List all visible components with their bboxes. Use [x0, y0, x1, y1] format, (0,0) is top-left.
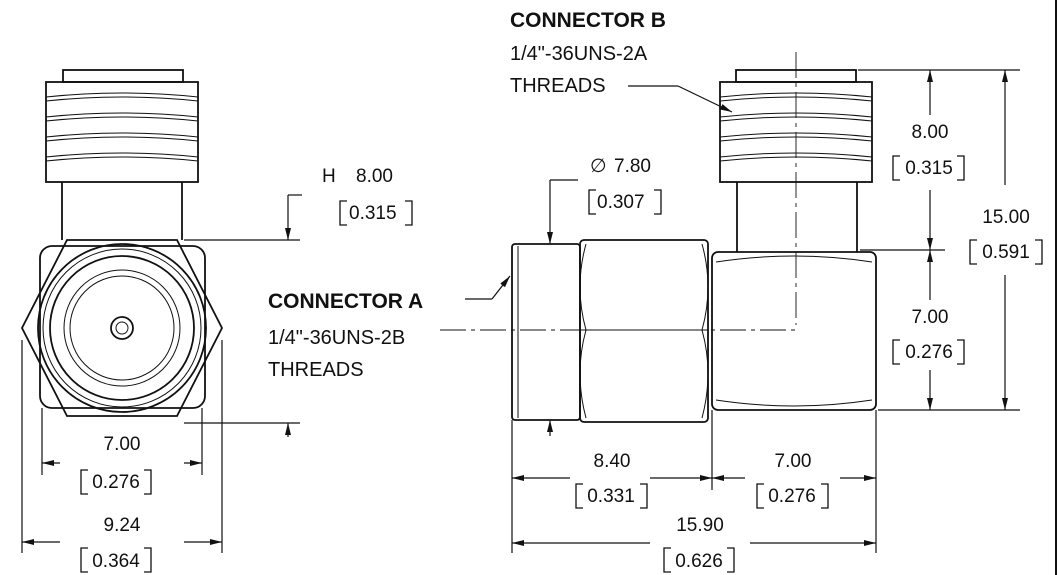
hex-width-bracket-right [144, 469, 152, 495]
h-dimension-in: 0.315 [349, 203, 397, 224]
body-height-bracket-left [892, 339, 900, 365]
body-length-in: 0.276 [768, 486, 816, 507]
connector-length-in: 0.331 [587, 486, 635, 507]
top-height-bracket-left [892, 155, 900, 181]
total-height-mm: 15.00 [982, 207, 1030, 228]
h-dimension-mm: 8.00 [356, 166, 393, 187]
h-bracket-right [405, 200, 413, 226]
connector-length-bracket-left [575, 483, 583, 509]
overall-width-mm: 9.24 [104, 515, 141, 536]
connector-a-threads: THREADS [268, 359, 364, 381]
total-height-in: 0.591 [982, 242, 1030, 263]
connector-b-title: CONNECTOR B [510, 9, 666, 32]
overall-width-dimension [21, 340, 223, 553]
overall-width-bracket-left [80, 547, 88, 573]
overall-width-bracket-right [144, 547, 152, 573]
diameter-bracket-left [588, 189, 596, 215]
vertical-dimensions [858, 69, 1020, 411]
diameter-dimension [547, 179, 578, 436]
h-bracket-left [339, 200, 347, 226]
body-height-bracket-right [957, 339, 965, 365]
hex-width-in: 0.276 [92, 472, 140, 493]
left-end-view [20, 69, 302, 437]
hex-width-mm: 7.00 [104, 434, 141, 455]
connector-length-bracket-right [640, 483, 648, 509]
overall-length-mm: 15.90 [676, 515, 724, 536]
body-length-mm: 7.00 [775, 451, 812, 472]
total-height-bracket-left [969, 239, 977, 265]
top-height-mm: 8.00 [912, 122, 949, 143]
right-side-view [440, 52, 877, 423]
connector-b-threads: THREADS [510, 75, 606, 97]
hex-width-dimension [41, 408, 203, 475]
top-height-bracket-right [957, 155, 965, 181]
connector-b-thread: 1/4"-36UNS-2A [510, 43, 648, 65]
h-label: H [322, 166, 336, 187]
overall-length-bracket-right [727, 547, 735, 573]
horizontal-dimensions [511, 410, 877, 553]
connector-length-mm: 8.40 [594, 451, 631, 472]
diameter-mm: 7.80 [614, 156, 651, 177]
diameter-in: 0.307 [597, 192, 645, 213]
hex-width-bracket-left [80, 469, 88, 495]
thread-grooves-left [45, 92, 199, 162]
body-height-mm: 7.00 [912, 307, 949, 328]
body-height-in: 0.276 [905, 342, 953, 363]
total-height-bracket-right [1035, 239, 1043, 265]
diameter-bracket-right [654, 189, 662, 215]
connector-a-title: CONNECTOR A [268, 290, 423, 313]
top-height-in: 0.315 [905, 158, 953, 179]
overall-length-in: 0.626 [675, 551, 723, 572]
body-length-bracket-left [756, 483, 764, 509]
connector-a-thread: 1/4"-36UNS-2B [268, 327, 405, 349]
diameter-symbol: ∅ [590, 156, 607, 177]
body-length-bracket-right [821, 483, 829, 509]
overall-width-in: 0.364 [92, 551, 140, 572]
overall-length-bracket-left [663, 547, 671, 573]
